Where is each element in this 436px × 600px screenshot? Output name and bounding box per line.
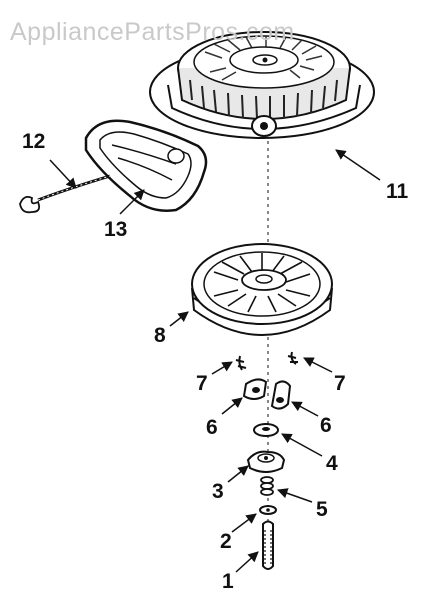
part-spring-small[interactable] <box>260 476 274 496</box>
callout-8: 8 <box>154 324 166 347</box>
callout-4: 4 <box>326 452 338 475</box>
part-pawl-left[interactable] <box>242 378 268 400</box>
part-pin[interactable] <box>262 520 274 570</box>
part-washer-small[interactable] <box>259 505 277 515</box>
callout-13: 13 <box>104 218 127 241</box>
callout-7-right: 7 <box>334 372 346 395</box>
callout-7-left: 7 <box>196 372 208 395</box>
callout-2: 2 <box>220 530 232 553</box>
part-spring-left[interactable] <box>235 355 247 371</box>
callout-3: 3 <box>212 480 224 503</box>
part-recoil-housing[interactable] <box>149 31 375 139</box>
part-pawl-right[interactable] <box>270 380 292 410</box>
watermark-text: AppliancePartsPros.com <box>10 18 295 46</box>
part-spring-right[interactable] <box>287 351 298 365</box>
callout-6-right: 6 <box>320 414 332 437</box>
leader-lines <box>49 149 381 573</box>
callout-12: 12 <box>22 130 45 153</box>
part-starter-rope[interactable] <box>19 174 111 214</box>
part-washer[interactable] <box>253 423 279 437</box>
callout-11: 11 <box>386 180 409 203</box>
part-rope-handle[interactable] <box>84 119 208 212</box>
callout-6-left: 6 <box>206 416 218 439</box>
callout-5: 5 <box>316 498 328 521</box>
callout-1: 1 <box>222 570 234 593</box>
part-retainer[interactable] <box>246 450 286 473</box>
part-pulley[interactable] <box>191 243 333 336</box>
